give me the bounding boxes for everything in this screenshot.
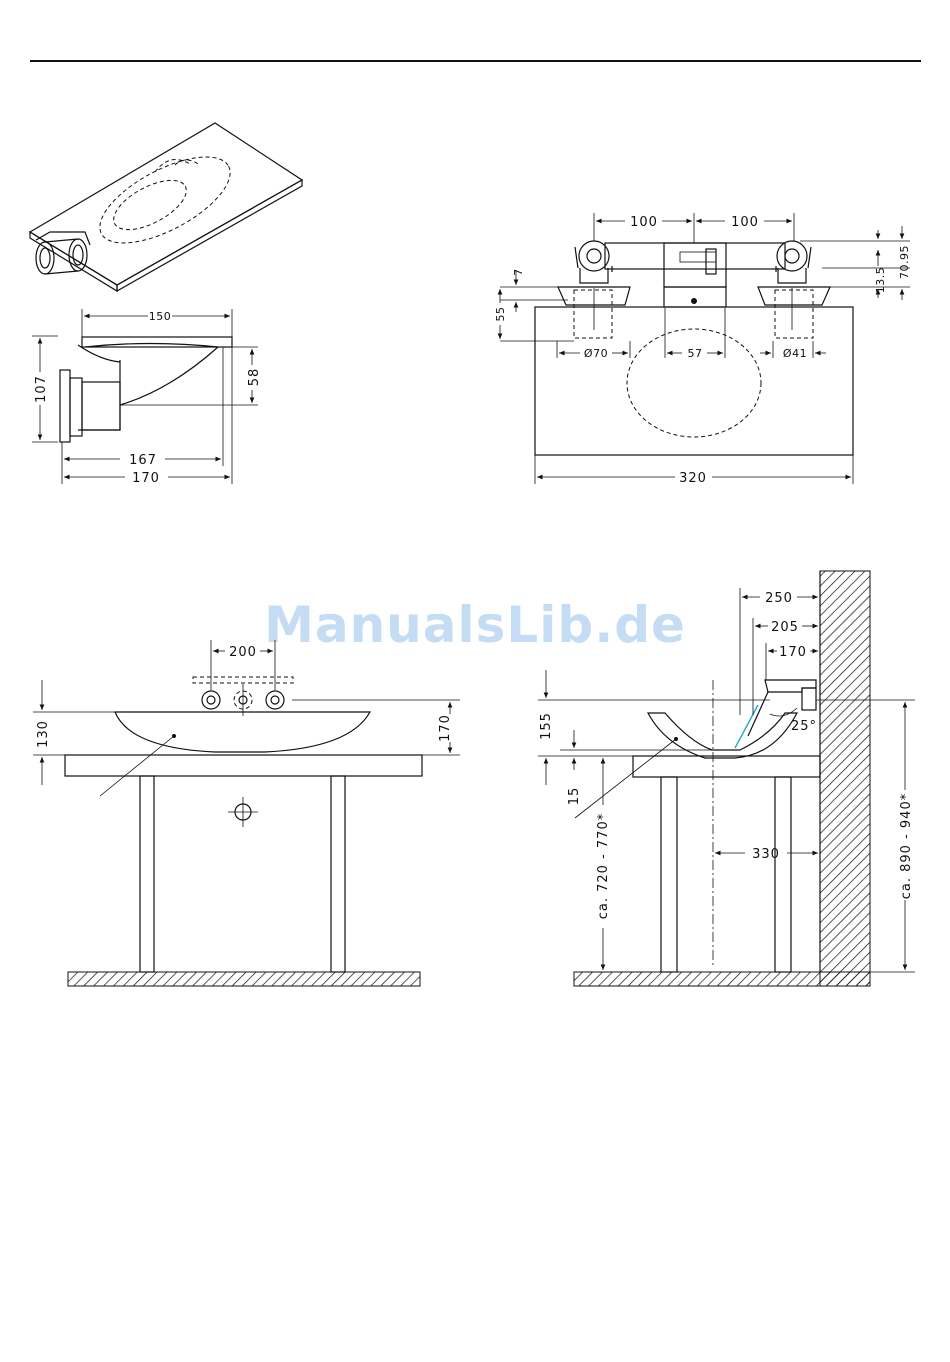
dim-depth-167: 167 — [129, 453, 157, 468]
dim-h-70-95: 70.95 — [898, 245, 911, 279]
dim-height-107: 107 — [34, 375, 49, 403]
dim-counter-height: ca. 720 - 770* — [596, 813, 611, 919]
dim-width-320: 320 — [679, 471, 707, 486]
dim-d41: Ø41 — [783, 347, 807, 360]
dim-top-width: 150 — [149, 310, 172, 323]
dim-h-130: 130 — [36, 720, 51, 748]
dim-spout-height: ca. 890 - 940* — [899, 793, 914, 899]
dim-330: 330 — [752, 847, 780, 862]
dim-h-155: 155 — [539, 712, 554, 740]
dim-spacing-left: 100 — [630, 215, 658, 230]
dim-h-7: 7 — [512, 268, 525, 276]
dim-170-spout: 170 — [779, 645, 807, 660]
dim-angle-25: 25° — [791, 719, 817, 734]
spout-side-view: 150 107 58 167 170 — [32, 309, 262, 486]
dim-depth-170: 170 — [132, 471, 160, 486]
dim-h-55: 55 — [494, 307, 507, 322]
dim-height-58: 58 — [247, 368, 262, 387]
dim-h-170: 170 — [438, 714, 453, 742]
basin-front-installation: 200 130 170 — [33, 640, 460, 986]
isometric-view — [30, 123, 302, 291]
valve-front-view: 100 100 13.5 70.95 7 55 Ø70 57 — [494, 213, 911, 486]
dim-spacing-right: 100 — [731, 215, 759, 230]
dim-h-15: 15 — [567, 787, 582, 806]
dim-h-13-5: 13.5 — [874, 267, 887, 294]
dim-spacing-200: 200 — [229, 645, 257, 660]
dim-205: 205 — [771, 620, 799, 635]
dim-d57: 57 — [688, 347, 703, 360]
dim-d70: Ø70 — [584, 347, 608, 360]
watermark: ManualsLib.de — [264, 596, 686, 654]
dim-250: 250 — [765, 591, 793, 606]
